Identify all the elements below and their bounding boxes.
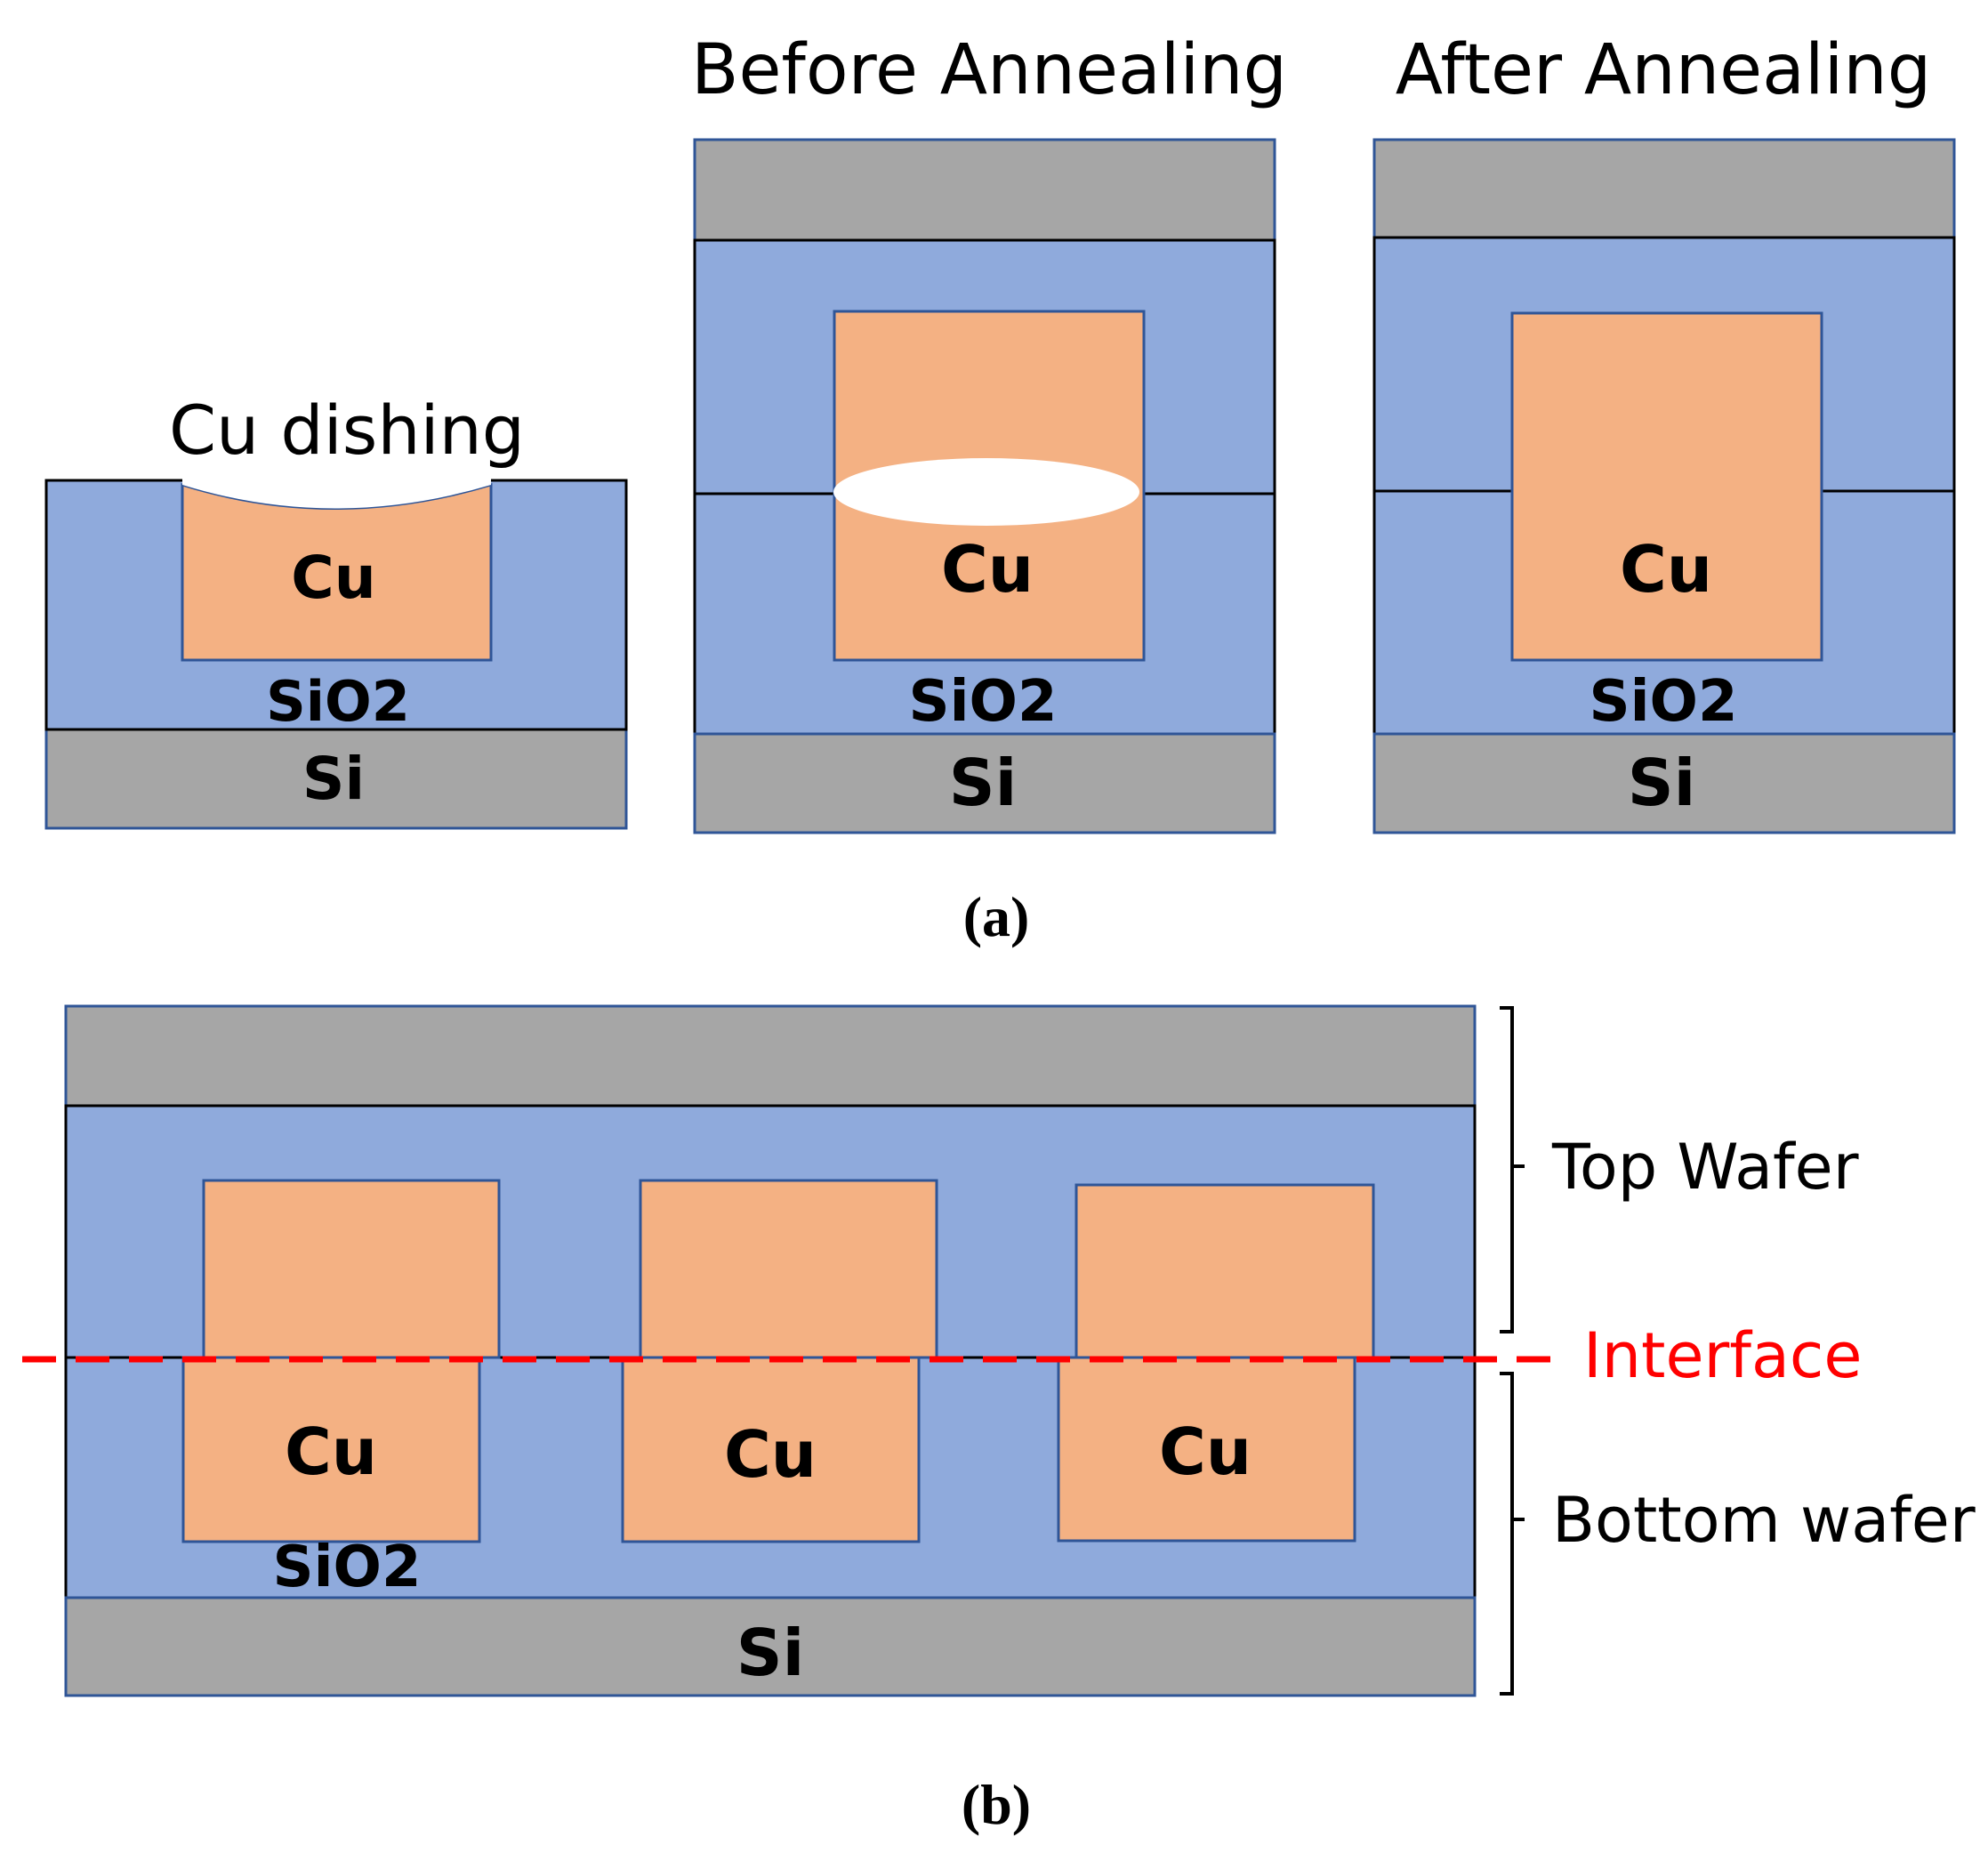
bottom-si-layer (64, 1596, 1477, 1697)
top-wafer-brace (1500, 1006, 1525, 1333)
caption-a: (a) (963, 885, 1030, 948)
cu-label: Cu (291, 544, 375, 612)
cu-label-1: Cu (285, 1414, 377, 1489)
bottom-wafer-brace (1500, 1372, 1525, 1696)
top-cu-pad-2 (639, 1179, 938, 1359)
panel-b: Cu Cu Cu SiO2 Si Interface Top Wafer Bot… (22, 1004, 1976, 1836)
cu-dishing-label: Cu dishing (169, 391, 525, 470)
sio2-label: SiO2 (909, 669, 1058, 735)
sio2-label: SiO2 (273, 1535, 422, 1600)
after-annealing-structure: After Annealing Cu SiO2 Si (1372, 30, 1956, 834)
bottom-cu-pad-3 (1057, 1356, 1356, 1543)
before-annealing-structure: Before Annealing Cu SiO2 Si (691, 30, 1287, 834)
top-wafer-label: Top Wafer (1551, 1131, 1859, 1204)
bottom-wafer-label: Bottom wafer (1552, 1484, 1976, 1557)
bottom-cu-pad-1 (181, 1356, 481, 1543)
bottom-si-layer (693, 732, 1276, 834)
sio2-label: SiO2 (266, 669, 410, 734)
cu-label: Cu (1620, 532, 1712, 607)
dishing-structure: Cu dishing Cu SiO2 Si (44, 391, 628, 830)
top-si-layer (1372, 138, 1956, 239)
si-label: Si (736, 1615, 805, 1690)
top-si-layer (693, 138, 1276, 242)
top-cu-pad-3 (1074, 1183, 1375, 1359)
after-annealing-title: After Annealing (1396, 30, 1931, 110)
si-label: Si (949, 745, 1018, 820)
cu-label-3: Cu (1159, 1414, 1252, 1489)
si-label: Si (302, 745, 365, 813)
top-si-layer (64, 1004, 1477, 1108)
cu-label-2: Cu (724, 1417, 817, 1492)
bottom-si-layer (1372, 732, 1956, 834)
cu-label: Cu (941, 532, 1034, 607)
cu-pad-merged (1510, 311, 1823, 662)
caption-b: (b) (962, 1773, 1031, 1836)
top-cu-pad-1 (202, 1179, 501, 1359)
sio2-label: SiO2 (1590, 669, 1738, 735)
interface-label: Interface (1583, 1319, 1862, 1392)
panel-a: Cu dishing Cu SiO2 Si Before Annealing C… (44, 30, 1956, 948)
dishing-cavity (182, 479, 491, 509)
si-label: Si (1628, 745, 1696, 820)
si-substrate (44, 728, 628, 830)
bottom-cu-pad-2 (621, 1356, 921, 1543)
before-annealing-title: Before Annealing (691, 30, 1287, 110)
bonding-void (833, 458, 1139, 526)
